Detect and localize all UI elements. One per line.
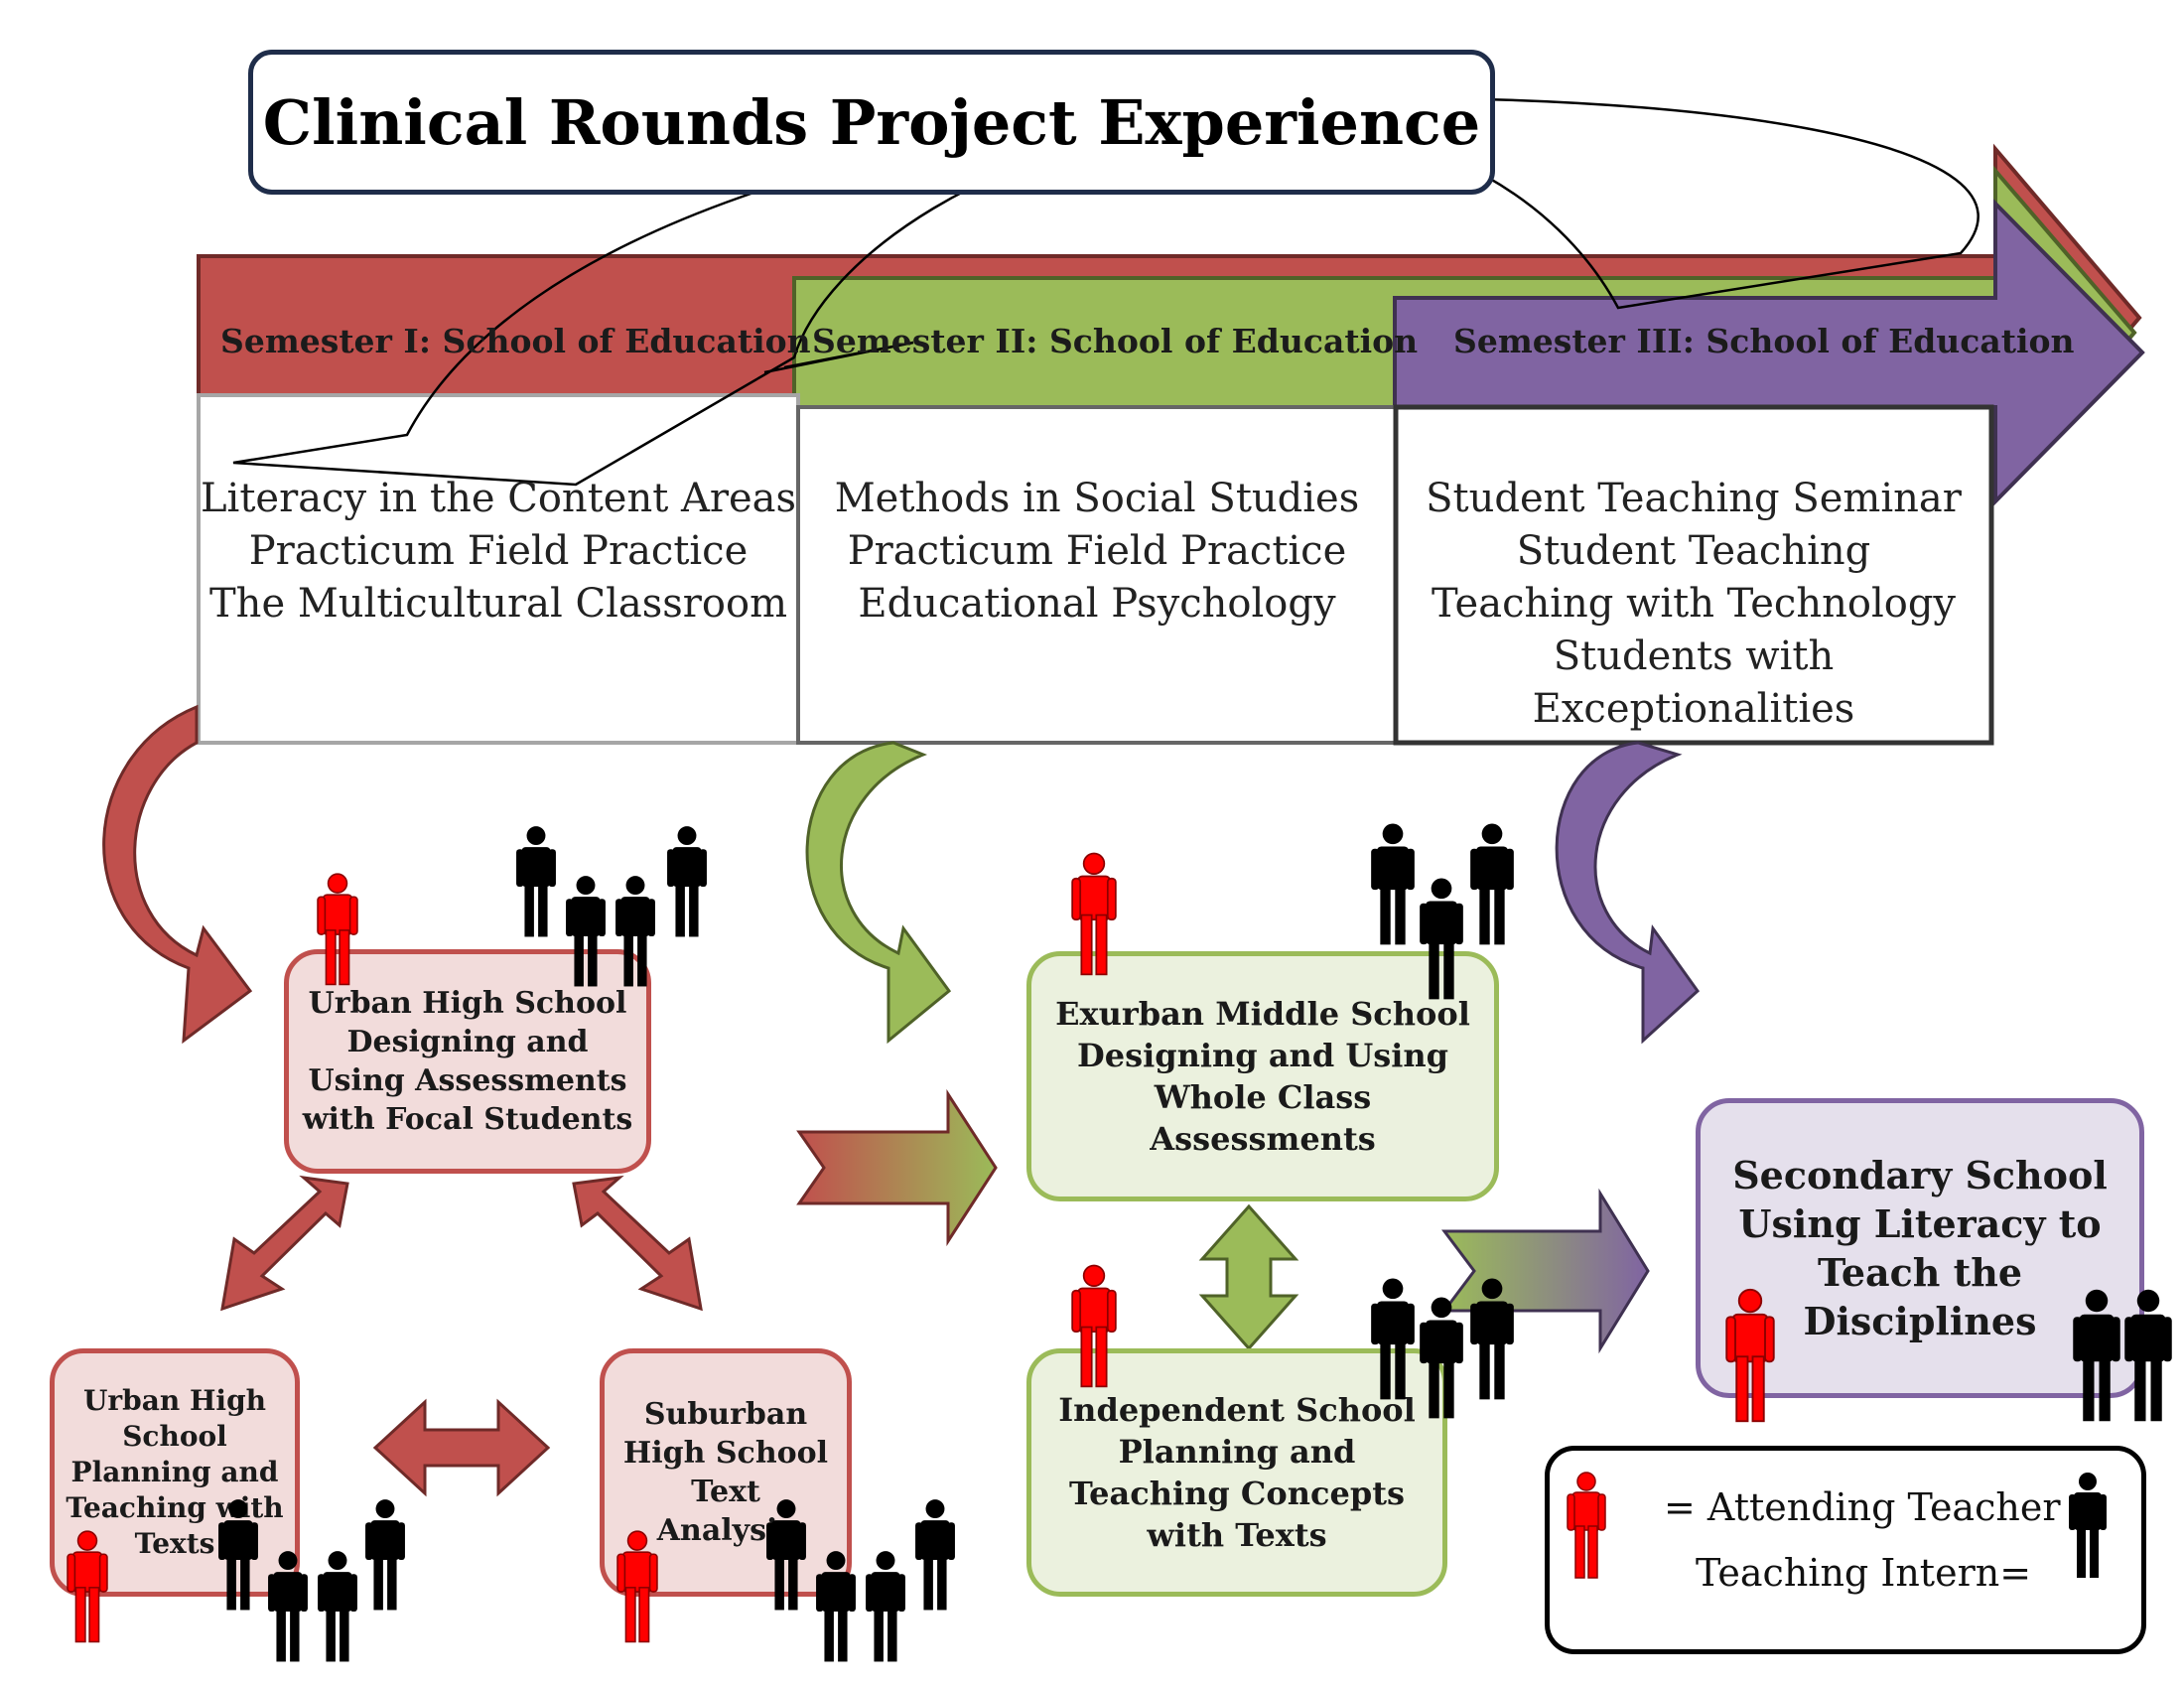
school-line: Whole Class [1154,1078,1372,1116]
curved-arrow-semester-1 [102,704,253,1045]
course-item: Practicum Field Practice [248,528,749,574]
semester-1-courses: Literacy in the Content Areas Practicum … [200,407,797,739]
teaching-intern-icon [1420,1297,1463,1419]
school-line: Texts [134,1527,215,1560]
semester-2-course-box [796,405,1398,745]
teaching-intern-icon [615,876,655,987]
school-line: Text [691,1475,760,1509]
teaching-intern-icon [667,826,707,937]
semester-2-courses: Methods in Social Studies Practicum Fiel… [802,411,1392,739]
school-line: with Texts [1147,1516,1327,1554]
attending-teacher-icon [317,873,358,986]
course-item: Student Teaching [1516,528,1871,574]
course-item: Students with [1553,633,1835,679]
school-line: Exurban Middle School [1055,995,1470,1033]
school-line: Suburban [643,1397,808,1432]
teaching-intern-icon [1371,823,1415,945]
double-arrow-left-diag [220,1175,349,1312]
school-line: with Focal Students [302,1102,633,1137]
legend-attending-label: = Attending Teacher [1664,1485,2061,1529]
teaching-intern-icon [1470,1278,1514,1400]
curved-arrow-semester-2 [805,741,952,1045]
teaching-intern-icon [2073,1289,2120,1422]
course-item: The Multicultural Classroom [209,581,787,627]
teaching-intern-icon [1470,823,1514,945]
teaching-intern-icon [816,1551,856,1662]
curved-arrow-semester-3 [1555,741,1700,1045]
teaching-intern-icon [1420,878,1463,1000]
school-line: Designing and Using [1076,1037,1449,1074]
school-line: Teaching Concepts [1068,1475,1405,1512]
course-item: Exceptionalities [1532,686,1855,732]
course-item: Methods in Social Studies [834,476,1360,521]
school-line: School [122,1420,227,1453]
school-line: Teach the [1817,1250,2023,1295]
legend-intern-label: Teaching Intern= [1696,1551,2032,1595]
progress-arrow-red-green [796,1088,998,1247]
page-title: Clinical Rounds Project Experience [262,85,1481,159]
school-line: Secondary School [1732,1153,2108,1197]
title-box: Clinical Rounds Project Experience [248,50,1495,195]
school-line: Disciplines [1803,1299,2037,1343]
school-urban-high-assessments: Urban High School Designing and Using As… [284,949,651,1174]
course-item: Educational Psychology [858,581,1336,627]
school-line: Assessments [1150,1120,1376,1158]
legend-box [1545,1446,2146,1654]
semester-2-label: Semester II: School of Education [812,322,1419,360]
school-line: Using Assessments [308,1063,627,1098]
semester-1-label: Semester I: School of Education [220,322,811,360]
semester-3-courses: Student Teaching Seminar Student Teachin… [1400,411,1987,739]
teaching-intern-icon [2124,1289,2172,1422]
legend-attending-icon [1567,1472,1606,1579]
course-item: Teaching with Technology [1431,581,1957,627]
attending-teacher-icon [67,1530,108,1643]
teaching-intern-icon [365,1499,405,1611]
teaching-intern-icon [866,1551,905,1662]
school-independent: Independent School Planning and Teaching… [1026,1348,1447,1597]
school-line: Planning and [1118,1433,1356,1471]
school-line: Planning and [70,1456,279,1488]
course-item: Student Teaching Seminar [1426,476,1962,521]
school-line: Urban High [82,1384,267,1417]
legend-intern-icon [2069,1473,2107,1578]
teaching-intern-icon [516,826,556,937]
teaching-intern-icon [766,1499,806,1611]
teaching-intern-icon [318,1551,357,1662]
teaching-intern-icon [566,876,606,987]
course-item: Literacy in the Content Areas [200,476,797,521]
teaching-intern-icon [915,1499,955,1611]
school-line: High School [622,1436,829,1471]
school-line: Independent School [1058,1391,1416,1429]
attending-teacher-icon [1071,1264,1117,1388]
curved-arrows [102,704,1700,1045]
double-arrow-horizontal [372,1398,551,1497]
school-line: Urban High School [308,986,627,1021]
attending-teacher-icon [1725,1288,1775,1423]
school-line: Designing and [346,1025,589,1059]
double-arrow-right-diag [572,1175,703,1312]
school-line: Using Literacy to [1738,1201,2102,1246]
attending-teacher-icon [616,1530,658,1643]
teaching-intern-icon [1371,1278,1415,1400]
attending-teacher-icon [1071,852,1117,976]
school-exurban-middle: Exurban Middle School Designing and Usin… [1026,951,1499,1201]
teaching-intern-icon [268,1551,308,1662]
course-item: Practicum Field Practice [847,528,1347,574]
teaching-intern-icon [218,1499,258,1611]
semester-3-label: Semester III: School of Education [1453,322,2075,360]
semester-3-course-box [1393,404,1994,746]
